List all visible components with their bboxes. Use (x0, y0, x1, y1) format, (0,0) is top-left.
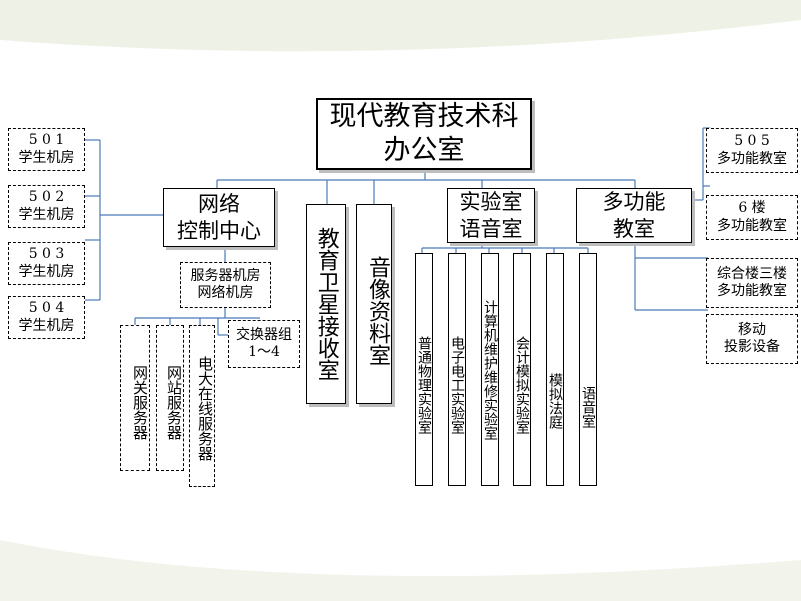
mock-court-box: 模拟法庭 (546, 253, 564, 486)
mobile-projector-box: 移动 投影设备 (706, 314, 798, 364)
student-lab-503-label: 5 0 3 学生机房 (18, 246, 75, 280)
student-lab-504: 5 0 4 学生机房 (8, 296, 85, 339)
switch-group-label: 交换器组 1～4 (236, 326, 292, 361)
server-room-label: 服务器机房 网络机房 (190, 267, 261, 302)
computer-repair-lab-label: 计算机维护维修实验室 (482, 299, 498, 440)
student-lab-501: 5 0 1 学生机房 (8, 128, 85, 171)
mock-court-label: 模拟法庭 (547, 372, 563, 429)
multi-room-complex-3f-label: 综合楼三楼 多功能教室 (717, 265, 787, 300)
accounting-lab-box: 会计模拟实验室 (513, 253, 531, 486)
student-lab-501-label: 5 0 1 学生机房 (18, 132, 75, 166)
physics-lab-box: 普通物理实验室 (415, 253, 433, 486)
online-server-box: 电大在线服务器 (189, 325, 215, 487)
online-server-label: 电大在线服务器 (196, 355, 214, 461)
multi-room-6f-label: 6 楼 多功能教室 (717, 200, 787, 234)
electrical-lab-box: 电子电工实验室 (448, 253, 466, 486)
student-lab-502: 5 0 2 学生机房 (8, 185, 85, 228)
satellite-room-label: 教育卫星接收室 (313, 227, 339, 381)
multi-room-505: 5 0 5 多功能教室 (706, 128, 798, 173)
network-control-center-box: 网络 控制中心 (163, 188, 275, 247)
switch-group-box: 交换器组 1～4 (228, 320, 300, 368)
accounting-lab-label: 会计模拟实验室 (514, 335, 530, 434)
computer-repair-lab-box: 计算机维护维修实验室 (481, 253, 499, 486)
av-archive-room-box: 音像资料室 (356, 204, 392, 404)
multifunction-classroom-label: 多功能 教室 (602, 190, 666, 241)
lab-room-label: 实验室 语音室 (459, 190, 523, 241)
gateway-server-label: 网关服务器 (131, 364, 149, 440)
student-lab-503: 5 0 3 学生机房 (8, 242, 85, 285)
satellite-room-box: 教育卫星接收室 (306, 204, 346, 404)
av-archive-room-label: 音像资料室 (365, 256, 390, 366)
mobile-projector-label: 移动 投影设备 (724, 321, 780, 356)
multi-room-complex-3f: 综合楼三楼 多功能教室 (706, 258, 798, 308)
student-lab-502-label: 5 0 2 学生机房 (18, 189, 75, 223)
network-control-center-label: 网络 控制中心 (177, 192, 261, 243)
electrical-lab-label: 电子电工实验室 (449, 335, 465, 434)
multi-room-505-label: 5 0 5 多功能教室 (717, 133, 787, 167)
lab-room-box: 实验室 语音室 (447, 188, 535, 243)
title-box: 现代教育技术科 办公室 (316, 98, 532, 170)
language-lab-box: 语音室 (579, 253, 597, 486)
server-room-box: 服务器机房 网络机房 (180, 262, 271, 308)
gateway-server-box: 网关服务器 (120, 325, 150, 471)
website-server-label: 网站服务器 (165, 364, 183, 440)
title-text: 现代教育技术科 办公室 (329, 101, 519, 166)
language-lab-label: 语音室 (580, 385, 596, 428)
multi-room-6f: 6 楼 多功能教室 (706, 195, 798, 240)
student-lab-504-label: 5 0 4 学生机房 (18, 300, 75, 334)
multifunction-classroom-box: 多功能 教室 (576, 188, 692, 243)
website-server-box: 网站服务器 (156, 325, 184, 471)
physics-lab-label: 普通物理实验室 (416, 335, 432, 434)
